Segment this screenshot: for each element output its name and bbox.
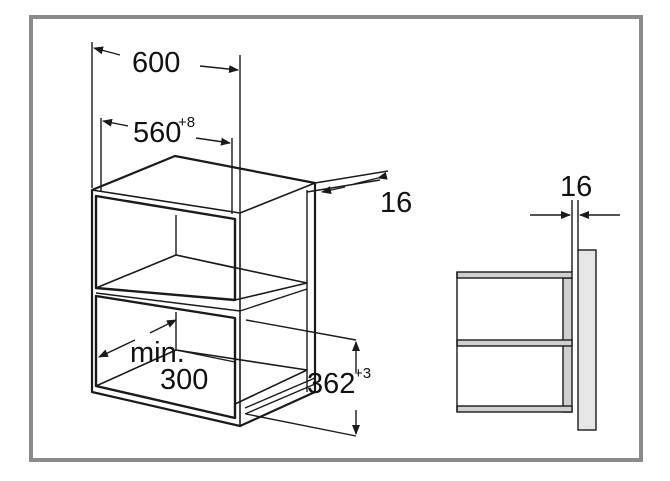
dim-560-label: 560: [133, 117, 181, 149]
lower-opening-front: [94, 294, 237, 420]
diagram-frame: [29, 15, 643, 462]
dim-min-arrow-a: [98, 339, 136, 358]
cabinet-outline: [90, 154, 317, 428]
dim-16-arrow-b: [353, 171, 388, 185]
dim-560-tolerance: +8: [178, 114, 195, 131]
dim-16-right-label: 16: [560, 171, 592, 203]
dim-min-label: min.: [130, 337, 185, 369]
ext-362-bottom: [245, 413, 357, 437]
dim-600-right-arrow: [199, 65, 239, 74]
dim-min-arrow-b: [149, 319, 177, 334]
middle-shelf-edge: [95, 288, 308, 312]
wall: [577, 249, 597, 431]
ext-16-bottom: [306, 179, 381, 193]
dim-600-label: 600: [132, 47, 180, 79]
bottom-shelf: [95, 349, 308, 405]
dim-560-right-arrow: [195, 137, 231, 146]
dim-362-label: 362: [307, 368, 355, 400]
dim-600-left-arrow: [93, 46, 121, 56]
section-drawing: [456, 200, 597, 431]
ext-362-top: [245, 319, 357, 341]
base-line-2: [244, 383, 316, 415]
dim-min-value: 300: [160, 364, 208, 396]
dim-16-arrow-a: [321, 186, 346, 194]
bottom-panel: [456, 405, 573, 413]
dim-16-left-label: 16: [380, 187, 412, 219]
left-dimensions: [91, 42, 389, 437]
dim-362-tolerance: +3: [354, 365, 371, 382]
base-line-1: [244, 377, 316, 409]
dim-560-left-arrow: [102, 118, 129, 127]
ext-16-top: [314, 170, 389, 184]
top-panel: [456, 271, 573, 279]
middle-panel: [456, 339, 573, 347]
middle-shelf: [95, 254, 308, 301]
